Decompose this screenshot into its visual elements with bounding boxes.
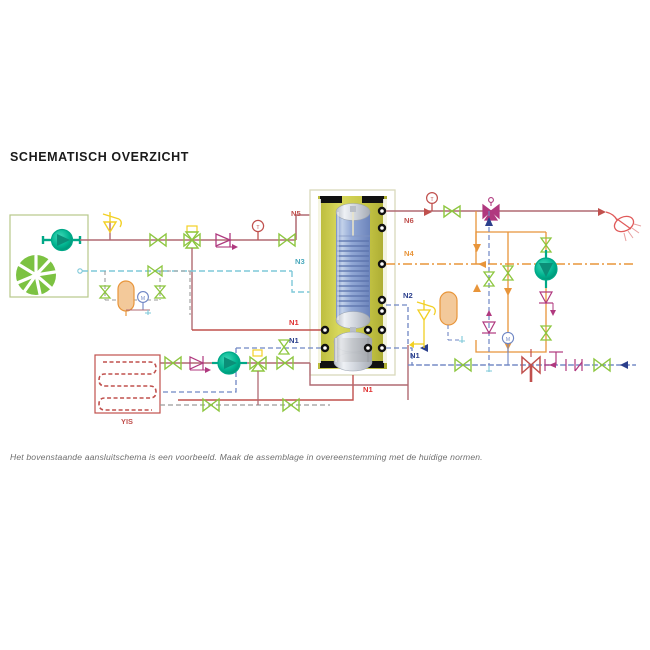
manometer-gauge: M	[126, 291, 151, 315]
shutoff-valve[interactable]	[278, 232, 296, 248]
svg-text:T: T	[256, 225, 260, 231]
svg-text:T: T	[430, 197, 433, 203]
shutoff-valve[interactable]	[202, 397, 220, 413]
coil-tank	[335, 203, 371, 329]
floor-heating-loop: YIS	[94, 354, 161, 426]
cold-inlet-pipe-n2	[386, 304, 409, 345]
shutoff-valve[interactable]	[539, 325, 553, 341]
port-label-n5: N5	[291, 209, 301, 218]
manometer-gauge: M	[486, 331, 515, 372]
port-label-n3: N3	[295, 257, 305, 266]
flow-arrow	[598, 208, 606, 216]
safety-relief-valve	[102, 212, 122, 240]
shutoff-valve[interactable]	[443, 204, 461, 219]
shutoff-valve[interactable]	[593, 357, 611, 373]
tank-ports	[320, 206, 387, 353]
shutoff-valve[interactable]	[147, 264, 163, 278]
port-label-n1-left-red: N1	[289, 318, 299, 327]
port-label-n1-left-blue: N1	[289, 336, 299, 345]
circulator-pump-icon	[212, 351, 247, 375]
three-way-valve[interactable]	[249, 349, 267, 405]
port-label-n4: N4	[404, 249, 414, 258]
shutoff-valve[interactable]	[98, 285, 112, 299]
page-title: SCHEMATISCH OVERZICHT	[10, 150, 190, 164]
check-valve	[215, 233, 238, 250]
shutoff-valve[interactable]	[149, 232, 167, 248]
shutoff-valve[interactable]	[482, 271, 496, 287]
recirculation-pump-icon	[534, 250, 558, 288]
shower-outlet-icon	[605, 211, 642, 242]
shutoff-valve[interactable]	[277, 339, 291, 355]
shutoff-valve[interactable]	[164, 355, 182, 371]
dhw-tank	[333, 331, 373, 372]
thermometer-gauge: T	[426, 192, 439, 211]
motorized-mixing-valve[interactable]	[521, 349, 541, 382]
circulator-pump-icon	[41, 228, 82, 252]
shutoff-valve[interactable]	[276, 355, 294, 371]
thermostatic-mixing-valve[interactable]	[482, 197, 500, 221]
safety-relief-valve	[409, 300, 436, 348]
shutoff-valve[interactable]	[282, 397, 300, 413]
pressure-reducer	[544, 351, 583, 372]
floor-loop-label: YIS	[121, 417, 133, 426]
check-valve	[481, 310, 497, 335]
flow-arrow	[620, 361, 628, 369]
expansion-vessel	[439, 291, 465, 343]
svg-text:M: M	[506, 337, 510, 343]
three-way-valve[interactable]	[183, 225, 201, 330]
flow-arrow	[485, 217, 493, 226]
shutoff-valve[interactable]	[454, 357, 472, 373]
port-label-n6: N6	[404, 216, 414, 225]
flow-arrow	[424, 208, 432, 216]
fan-icon	[15, 254, 57, 296]
check-valve	[538, 291, 556, 316]
port-label-n1-bottom-red: N1	[363, 385, 373, 394]
shutoff-valve[interactable]	[153, 285, 167, 299]
flow-arrow	[478, 261, 486, 268]
footer-note: Het bovenstaande aansluitschema is een v…	[10, 452, 483, 462]
check-valve	[189, 356, 211, 373]
shutoff-valve[interactable]	[501, 265, 515, 281]
tank-bottom-loop-n1	[178, 345, 409, 401]
heat-pump-outdoor-unit	[9, 214, 89, 298]
thermometer-gauge: T	[251, 219, 265, 240]
hot-supply-pipe-top	[80, 214, 313, 241]
port-label-n2: N2	[403, 291, 413, 300]
svg-text:M: M	[141, 296, 145, 302]
port-label-n1-right-blue: N1	[410, 351, 420, 360]
buffer-tank	[309, 189, 396, 376]
cold-return-pipe-n3	[82, 270, 313, 293]
expansion-vessel	[117, 280, 135, 316]
